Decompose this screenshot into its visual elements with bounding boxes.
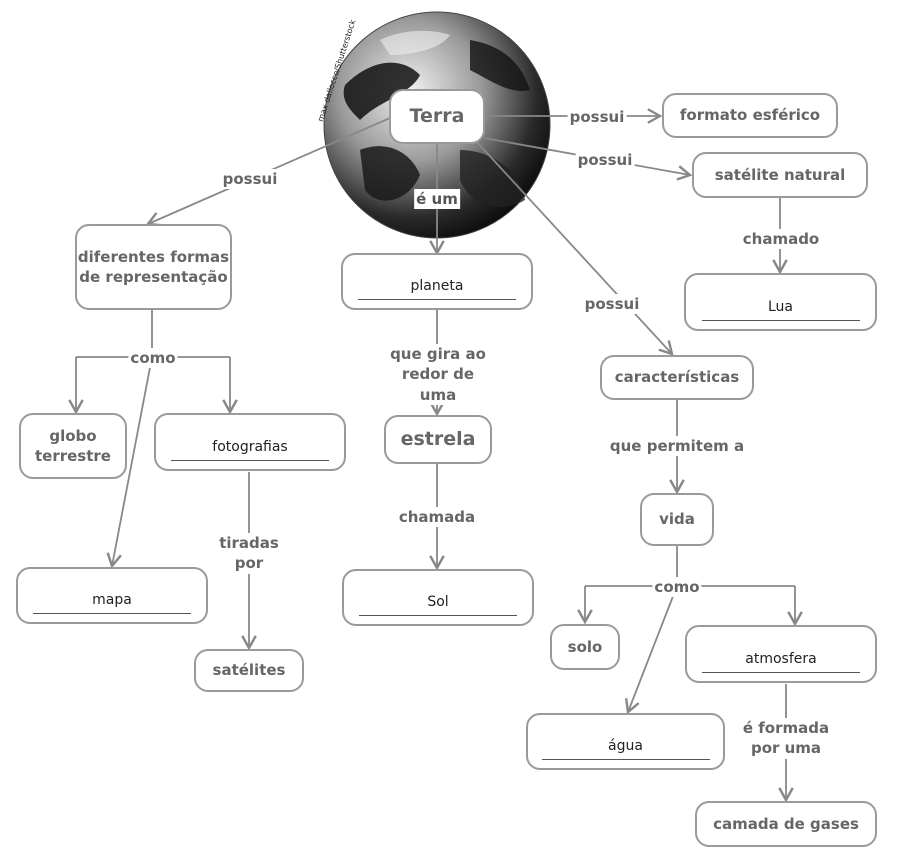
node-sol-text: Sol bbox=[359, 593, 517, 616]
link-chamado: chamado bbox=[740, 229, 822, 250]
link-que-gira: que gira ao redor de uma bbox=[381, 344, 495, 405]
node-vida: vida bbox=[640, 493, 714, 546]
node-mapa-text: mapa bbox=[33, 591, 191, 614]
link-e-um: é um bbox=[414, 189, 460, 210]
node-mapa: mapa bbox=[16, 567, 208, 624]
node-estrela: estrela bbox=[384, 415, 492, 464]
link-possui-satelite: possui bbox=[575, 150, 635, 171]
node-agua-text: água bbox=[541, 737, 710, 760]
node-satelite-natural: satélite natural bbox=[692, 152, 868, 198]
link-tiradas-por: tiradas por bbox=[212, 533, 286, 574]
node-satelites: satélites bbox=[194, 649, 304, 692]
node-solo: solo bbox=[550, 624, 620, 670]
node-globo-terrestre: globo terrestre bbox=[19, 413, 127, 479]
link-que-permitem: que permitem a bbox=[607, 436, 747, 457]
link-possui-formato: possui bbox=[567, 107, 627, 128]
node-fotografias-text: fotografias bbox=[171, 438, 329, 461]
node-planeta-text: planeta bbox=[358, 277, 516, 300]
node-planeta: planeta bbox=[341, 253, 533, 310]
node-formato-esferico: formato esférico bbox=[662, 93, 838, 138]
node-sol: Sol bbox=[342, 569, 534, 626]
node-atmosfera-text: atmosfera bbox=[702, 650, 860, 673]
link-possui-caracteristicas: possui bbox=[582, 294, 642, 315]
link-chamada: chamada bbox=[396, 507, 478, 528]
node-agua: água bbox=[526, 713, 725, 770]
link-e-formada: é formada por uma bbox=[734, 718, 838, 759]
node-terra: Terra bbox=[389, 89, 485, 144]
node-camada-de-gases: camada de gases bbox=[695, 801, 877, 847]
link-como-formas: como bbox=[128, 348, 178, 369]
link-como-vida: como bbox=[652, 577, 702, 598]
node-fotografias: fotografias bbox=[154, 413, 346, 471]
node-lua-text: Lua bbox=[701, 298, 860, 321]
node-lua: Lua bbox=[684, 273, 877, 331]
link-possui-formas: possui bbox=[220, 169, 280, 190]
node-diferentes-formas: diferentes formas de representação bbox=[75, 224, 232, 310]
node-atmosfera: atmosfera bbox=[685, 625, 877, 683]
node-caracteristicas: características bbox=[600, 355, 754, 400]
